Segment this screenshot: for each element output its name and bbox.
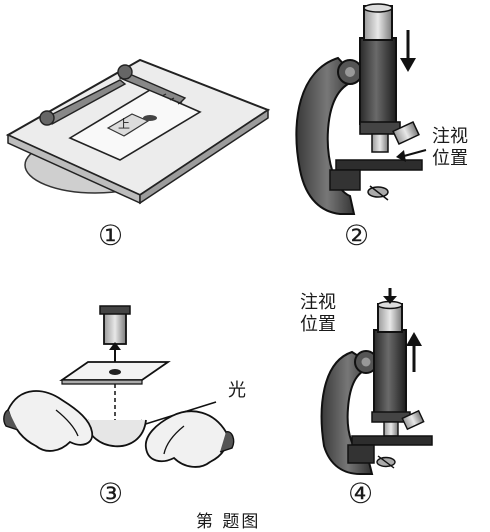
panel-4-number: ④ bbox=[348, 477, 374, 510]
panel-1-number: ① bbox=[98, 219, 124, 252]
panel-1-stage-illustration: 上 bbox=[5, 58, 271, 205]
panel-2-number: ② bbox=[344, 219, 370, 252]
panel-2-annotation-line-2: 位置 bbox=[432, 148, 468, 169]
panel-3-light-label: 光 bbox=[228, 380, 246, 401]
panel-3-number: ③ bbox=[98, 477, 124, 510]
panel-3-hands-and-slide bbox=[3, 305, 235, 468]
panel-2-microscope-lowering bbox=[295, 3, 427, 215]
svg-text:上: 上 bbox=[118, 117, 130, 131]
panel-4-microscope-raising bbox=[320, 288, 433, 475]
panel-4-annotation-line-1: 注视 bbox=[300, 292, 336, 313]
figure-caption: 第 题图 bbox=[196, 512, 261, 532]
panel-2-annotation-line-1: 注视 bbox=[432, 126, 468, 147]
panel-4-annotation-line-2: 位置 bbox=[300, 314, 336, 335]
